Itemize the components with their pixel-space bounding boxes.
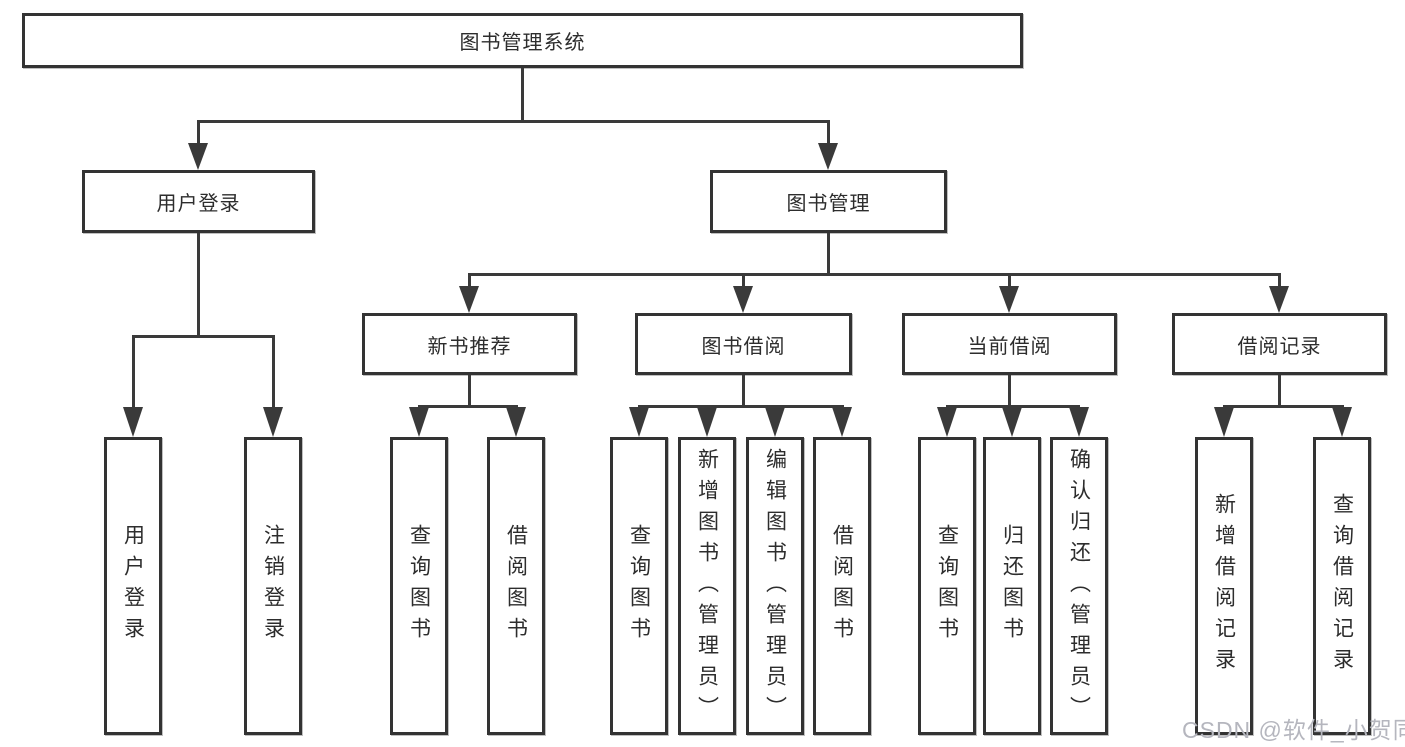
node-label: 图书借阅 — [701, 335, 786, 358]
connector-line — [946, 405, 1080, 408]
node-label: 借阅图书 — [504, 524, 528, 648]
connector-line — [272, 335, 275, 409]
leaf-cb-confirm-return-admin: 确认归还（管理员） — [1050, 437, 1108, 735]
connector-line — [1278, 273, 1281, 289]
leaf-bb-edit-books-admin: 编辑图书（管理员） — [746, 437, 804, 735]
connector-line — [742, 375, 745, 408]
arrow-down-icon — [818, 143, 838, 170]
connector-line — [468, 375, 471, 408]
connector-line — [197, 233, 200, 336]
arrow-down-icon — [697, 407, 717, 437]
node-label: 用户登录 — [121, 524, 145, 648]
leaf-nbr-borrow-books: 借阅图书 — [487, 437, 545, 735]
node-label: 新书推荐 — [427, 335, 512, 358]
connector-line — [827, 120, 830, 146]
arrow-down-icon — [506, 407, 526, 437]
connector-line — [132, 335, 135, 409]
node-label: 借阅记录 — [1237, 335, 1322, 358]
connector-line — [742, 273, 745, 289]
leaf-cb-query-books: 查询图书 — [918, 437, 976, 735]
leaf-nbr-query-books: 查询图书 — [390, 437, 448, 735]
connector-line — [827, 233, 830, 275]
node-label: 编辑图书（管理员） — [763, 448, 787, 727]
node-borrowing-records: 借阅记录 — [1172, 313, 1387, 375]
arrow-down-icon — [937, 407, 957, 437]
connector-line — [1008, 375, 1011, 408]
arrow-down-icon — [999, 286, 1019, 313]
leaf-br-query-record: 查询借阅记录 — [1313, 437, 1371, 735]
leaf-user-login: 用户登录 — [104, 437, 162, 735]
node-book-borrowing: 图书借阅 — [635, 313, 852, 375]
leaf-cb-return-books: 归还图书 — [983, 437, 1041, 735]
node-label: 借阅图书 — [830, 524, 854, 648]
node-label: 查询图书 — [407, 524, 431, 648]
node-label: 确认归还（管理员） — [1067, 448, 1091, 727]
arrow-down-icon — [629, 407, 649, 437]
connector-line — [468, 273, 1281, 276]
arrow-down-icon — [459, 286, 479, 313]
node-label: 查询图书 — [627, 524, 651, 648]
connector-line — [1008, 273, 1011, 289]
node-label: 用户登录 — [156, 193, 241, 215]
node-label: 归还图书 — [1000, 524, 1024, 648]
arrow-down-icon — [409, 407, 429, 437]
arrow-down-icon — [1002, 407, 1022, 437]
connector-line — [521, 68, 524, 121]
arrow-down-icon — [733, 286, 753, 313]
leaf-br-add-record: 新增借阅记录 — [1195, 437, 1253, 735]
arrow-down-icon — [765, 407, 785, 437]
node-label: 注销登录 — [261, 524, 285, 648]
arrow-down-icon — [832, 407, 852, 437]
watermark: CSDN @软件_小贺同学 — [1182, 717, 1405, 743]
node-label: 新增借阅记录 — [1212, 493, 1236, 679]
node-label: 查询借阅记录 — [1330, 493, 1354, 679]
connector-line — [197, 120, 830, 123]
connector-line — [1223, 405, 1344, 408]
node-label: 当前借阅 — [967, 335, 1052, 358]
leaf-bb-query-books: 查询图书 — [610, 437, 668, 735]
connector-line — [638, 405, 844, 408]
node-label: 图书管理 — [786, 193, 871, 215]
node-book-management: 图书管理 — [710, 170, 947, 233]
node-library-management-system: 图书管理系统 — [22, 13, 1023, 68]
connector-line — [468, 273, 471, 289]
connector-line — [418, 405, 518, 408]
arrow-down-icon — [1214, 407, 1234, 437]
arrow-down-icon — [263, 407, 283, 437]
arrow-down-icon — [123, 407, 143, 437]
node-label: 查询图书 — [935, 524, 959, 648]
connector-line — [197, 120, 200, 146]
arrow-down-icon — [1269, 286, 1289, 313]
arrow-down-icon — [1069, 407, 1089, 437]
arrow-down-icon — [188, 143, 208, 170]
node-new-book-recommend: 新书推荐 — [362, 313, 577, 375]
leaf-bb-borrow-books: 借阅图书 — [813, 437, 871, 735]
connector-line — [1278, 375, 1281, 408]
leaf-logout: 注销登录 — [244, 437, 302, 735]
node-current-borrowing: 当前借阅 — [902, 313, 1117, 375]
node-user-login: 用户登录 — [82, 170, 315, 233]
connector-line — [132, 335, 275, 338]
arrow-down-icon — [1332, 407, 1352, 437]
node-label: 新增图书（管理员） — [695, 448, 719, 727]
leaf-bb-add-books-admin: 新增图书（管理员） — [678, 437, 736, 735]
node-label: 图书管理系统 — [459, 32, 586, 54]
